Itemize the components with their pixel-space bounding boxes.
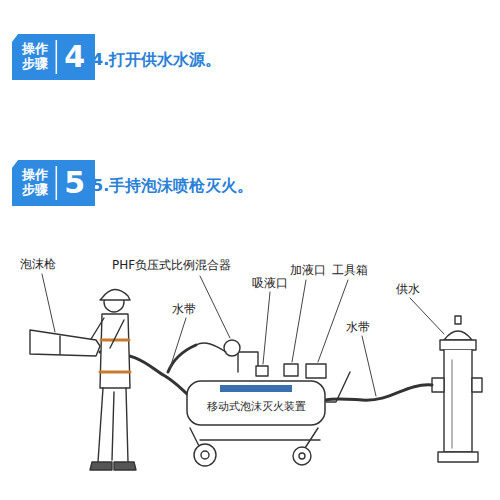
leader-lines xyxy=(42,274,444,396)
tank-label: 移动式泡沫灭火装置 xyxy=(207,400,306,413)
wheel xyxy=(293,447,311,465)
step-number: 4 xyxy=(64,42,85,72)
part-label: 供水 xyxy=(396,282,420,296)
step-badge: 操作 步骤 4 xyxy=(12,34,95,80)
part-label: 水带 xyxy=(172,302,196,316)
firefighter-body xyxy=(100,314,130,388)
step-badge: 操作 步骤 5 xyxy=(12,160,95,206)
step-number: 5 xyxy=(64,168,85,198)
equipment-tank: 移动式泡沫灭火装置 xyxy=(186,380,326,426)
mixer-pipe xyxy=(238,352,258,372)
part-label: 加液口 xyxy=(290,263,326,277)
part-label: 水带 xyxy=(346,320,370,334)
suction-port xyxy=(256,366,268,376)
mixer-gauge xyxy=(224,340,240,356)
hydrant-body xyxy=(444,350,472,452)
step-text: 5.手持泡沫喷枪灭火。 xyxy=(92,176,253,195)
hydrant-cap xyxy=(444,331,472,340)
wheel xyxy=(194,444,216,466)
cart-handle xyxy=(326,372,350,402)
part-label: PHF负压式比例混合器 xyxy=(112,258,231,272)
badge-heading: 操作 步骤 xyxy=(22,168,49,198)
part-label: 工具箱 xyxy=(332,263,368,277)
foam-gun xyxy=(30,330,100,356)
supply-hose xyxy=(326,385,432,400)
part-label: 吸液口 xyxy=(252,276,288,290)
step-text: 4.打开供水水源。 xyxy=(92,50,221,69)
toolbox xyxy=(306,364,326,378)
filler-port xyxy=(284,364,298,376)
part-label: 泡沫枪 xyxy=(20,257,56,271)
badge-heading: 操作 步骤 xyxy=(22,42,49,72)
